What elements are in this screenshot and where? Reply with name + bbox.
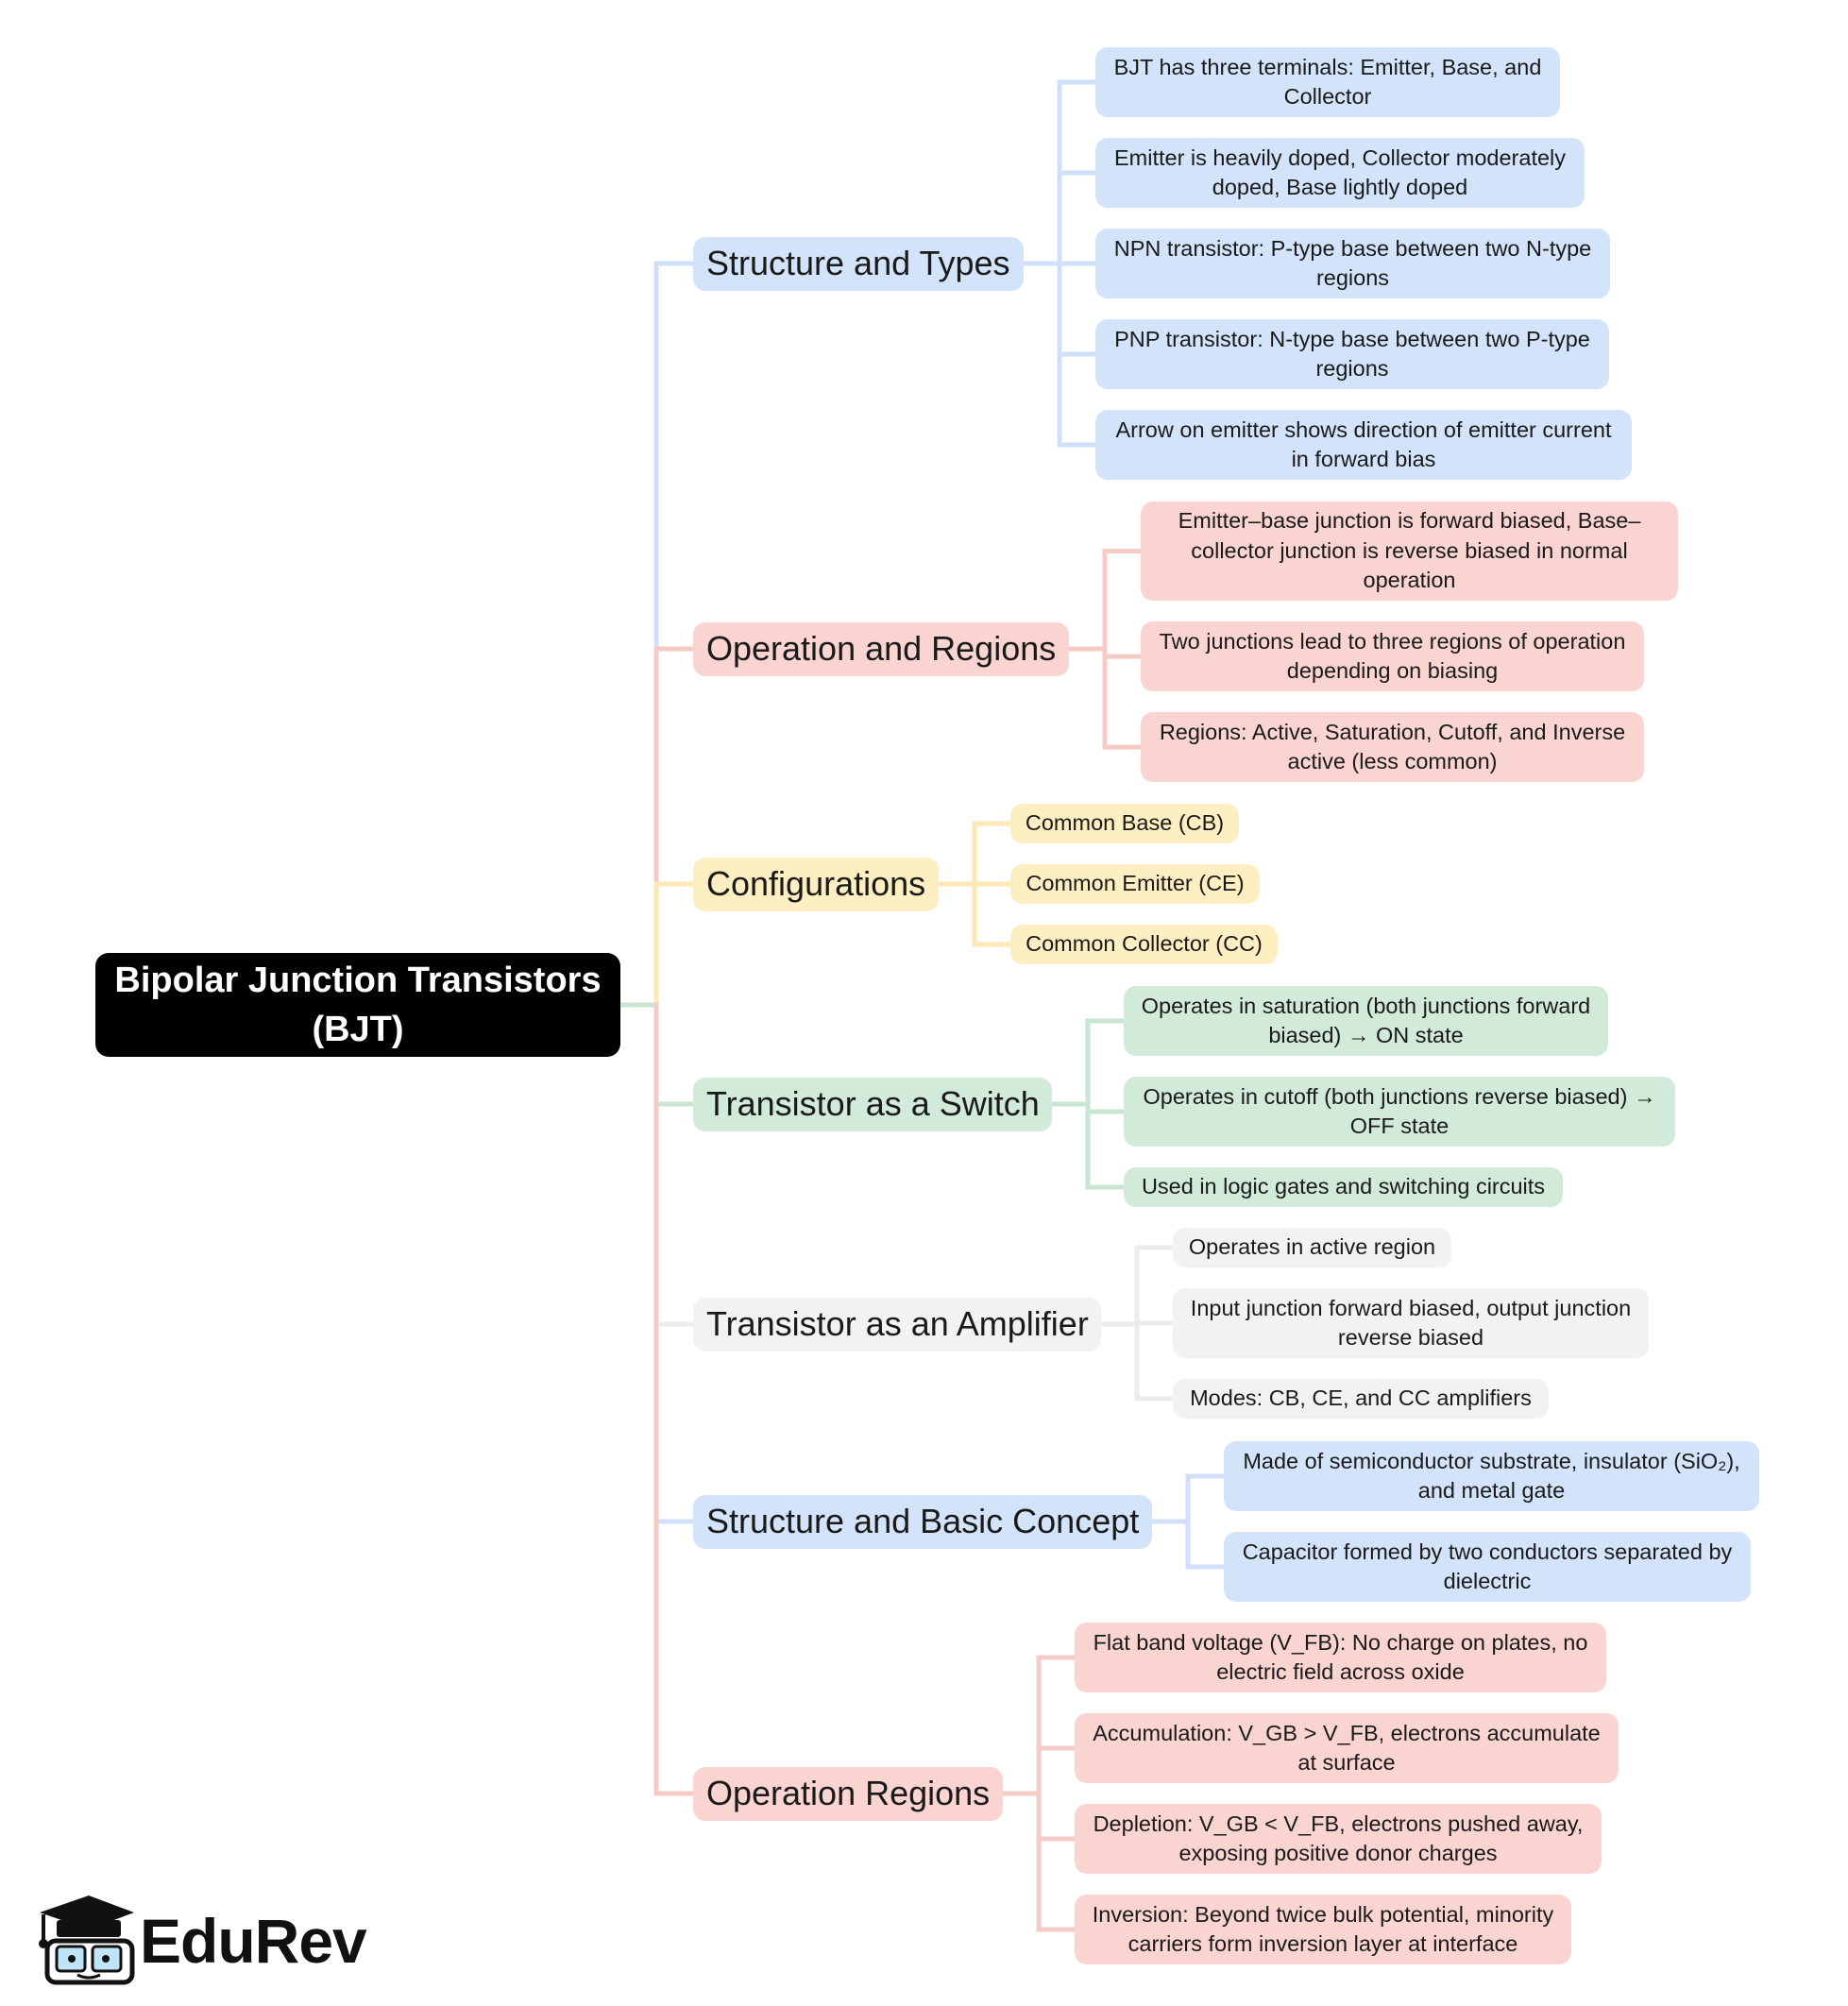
branch-label: Operation and Regions <box>706 629 1057 668</box>
branch-label: Structure and Types <box>706 244 1010 282</box>
root-node[interactable]: Bipolar Junction Transistors (BJT) <box>95 953 620 1057</box>
brand-name: EduRev <box>140 1906 367 1976</box>
branch-configurations[interactable]: Configurations <box>693 857 939 911</box>
leaf-amplifier-modes[interactable]: Modes: CB, CE, and CC amplifiers <box>1173 1379 1549 1419</box>
branch-transistor-switch[interactable]: Transistor as a Switch <box>693 1077 1052 1131</box>
branch-operation-and-regions[interactable]: Operation and Regions <box>693 621 1069 676</box>
leaf-text: Input junction forward biased, output ju… <box>1190 1295 1632 1351</box>
leaf-regions-list[interactable]: Regions: Active, Saturation, Cutoff, and… <box>1141 712 1644 782</box>
branch-label: Transistor as a Switch <box>706 1084 1040 1123</box>
leaf-text: Depletion: V_GB < V_FB, electrons pushed… <box>1093 1810 1584 1866</box>
leaf-text: Operates in saturation (both junctions f… <box>1141 993 1591 1048</box>
leaf-bjt-terminals[interactable]: BJT has three terminals: Emitter, Base, … <box>1095 47 1560 117</box>
leaf-pnp-transistor[interactable]: PNP transistor: N-type base between two … <box>1095 319 1609 389</box>
leaf-text: Used in logic gates and switching circui… <box>1141 1174 1546 1199</box>
leaf-text: Common Base (CB) <box>1025 810 1225 836</box>
leaf-mos-materials[interactable]: Made of semiconductor substrate, insulat… <box>1224 1441 1759 1511</box>
branch-label: Structure and Basic Concept <box>706 1502 1140 1540</box>
branch-transistor-amplifier[interactable]: Transistor as an Amplifier <box>693 1297 1101 1352</box>
leaf-text: Arrow on emitter shows direction of emit… <box>1115 416 1612 472</box>
branch-label: Transistor as an Amplifier <box>706 1304 1089 1343</box>
edurev-logo: EduRev <box>34 1892 367 1986</box>
graduation-cap-icon <box>39 1896 135 1985</box>
leaf-text: Made of semiconductor substrate, insulat… <box>1243 1448 1740 1504</box>
leaf-input-output-bias[interactable]: Input junction forward biased, output ju… <box>1173 1288 1649 1358</box>
leaf-text: NPN transistor: P-type base between two … <box>1113 235 1592 291</box>
leaf-common-base[interactable]: Common Base (CB) <box>1010 804 1239 843</box>
leaf-text: Emitter is heavily doped, Collector mode… <box>1113 144 1567 200</box>
leaf-npn-transistor[interactable]: NPN transistor: P-type base between two … <box>1095 229 1610 298</box>
leaf-text: BJT has three terminals: Emitter, Base, … <box>1113 54 1542 110</box>
leaf-accumulation[interactable]: Accumulation: V_GB > V_FB, electrons acc… <box>1075 1713 1619 1783</box>
leaf-junction-bias[interactable]: Emitter–base junction is forward biased,… <box>1141 502 1678 601</box>
leaf-text: Common Emitter (CE) <box>1026 871 1245 896</box>
leaf-flat-band[interactable]: Flat band voltage (V_FB): No charge on p… <box>1075 1623 1606 1692</box>
branch-label: Configurations <box>706 864 926 903</box>
branch-structure-and-types[interactable]: Structure and Types <box>693 236 1024 291</box>
leaf-common-emitter[interactable]: Common Emitter (CE) <box>1010 864 1260 904</box>
leaf-depletion[interactable]: Depletion: V_GB < V_FB, electrons pushed… <box>1075 1804 1602 1874</box>
leaf-three-regions[interactable]: Two junctions lead to three regions of o… <box>1141 621 1644 691</box>
leaf-text: Inversion: Beyond twice bulk potential, … <box>1092 1901 1554 1957</box>
leaf-text: Regions: Active, Saturation, Cutoff, and… <box>1159 719 1626 774</box>
leaf-text: Operates in active region <box>1188 1234 1436 1260</box>
leaf-logic-gates[interactable]: Used in logic gates and switching circui… <box>1124 1167 1563 1207</box>
leaf-text: Two junctions lead to three regions of o… <box>1159 628 1626 684</box>
branch-operation-regions[interactable]: Operation Regions <box>693 1766 1003 1821</box>
leaf-text: Flat band voltage (V_FB): No charge on p… <box>1093 1629 1588 1685</box>
branch-label: Operation Regions <box>706 1774 991 1812</box>
leaf-doping-levels[interactable]: Emitter is heavily doped, Collector mode… <box>1095 138 1585 208</box>
leaf-emitter-arrow[interactable]: Arrow on emitter shows direction of emit… <box>1095 410 1632 480</box>
root-label: Bipolar Junction Transistors (BJT) <box>114 960 602 1049</box>
leaf-active-region[interactable]: Operates in active region <box>1173 1228 1451 1267</box>
leaf-text: PNP transistor: N-type base between two … <box>1114 326 1590 382</box>
leaf-common-collector[interactable]: Common Collector (CC) <box>1010 925 1278 964</box>
leaf-saturation-on[interactable]: Operates in saturation (both junctions f… <box>1124 986 1608 1056</box>
leaf-text: Accumulation: V_GB > V_FB, electrons acc… <box>1093 1720 1601 1776</box>
leaf-cutoff-off[interactable]: Operates in cutoff (both junctions rever… <box>1124 1077 1675 1147</box>
leaf-text: Capacitor formed by two conductors separ… <box>1242 1538 1733 1594</box>
leaf-inversion[interactable]: Inversion: Beyond twice bulk potential, … <box>1075 1895 1571 1964</box>
branch-structure-basic-concept[interactable]: Structure and Basic Concept <box>693 1494 1152 1549</box>
leaf-text: Operates in cutoff (both junctions rever… <box>1143 1083 1656 1139</box>
leaf-text: Modes: CB, CE, and CC amplifiers <box>1190 1386 1532 1411</box>
leaf-capacitor-dielectric[interactable]: Capacitor formed by two conductors separ… <box>1224 1532 1751 1602</box>
leaf-text: Emitter–base junction is forward biased,… <box>1178 508 1641 593</box>
leaf-text: Common Collector (CC) <box>1026 931 1263 957</box>
